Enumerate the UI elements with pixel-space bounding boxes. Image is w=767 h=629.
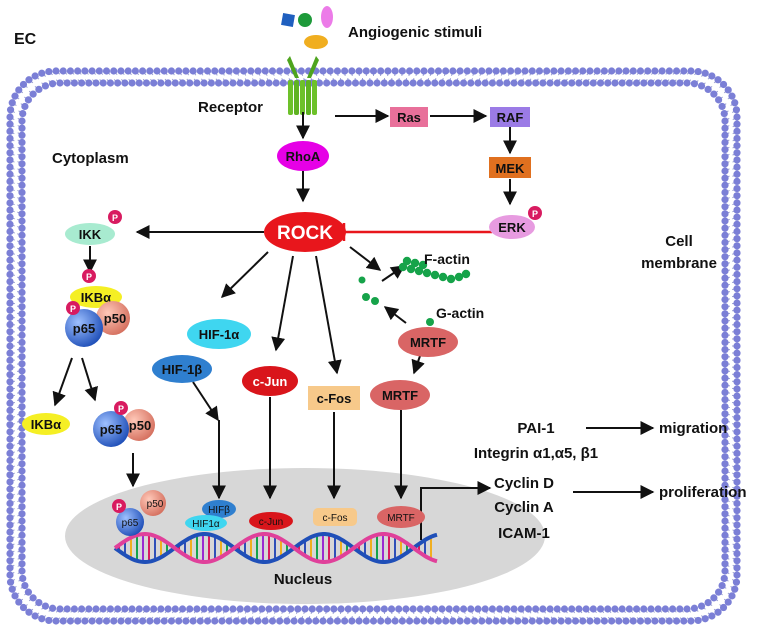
p65-2-node <box>93 411 129 447</box>
p65-2-label: p65 <box>100 422 122 437</box>
nuclear-cjun-label: c-Jun <box>259 517 283 528</box>
nuclear-hifb-label: HIFβ <box>208 505 230 516</box>
phospho-erk-icon: P <box>528 206 542 220</box>
svg-text:P: P <box>70 304 76 314</box>
p50-2-node <box>123 409 155 441</box>
ligand-circle-icon <box>298 13 312 27</box>
mrtf-upper-node <box>398 327 458 357</box>
ligand-ellipse-icon <box>304 35 328 49</box>
gactin-label: G-actin <box>436 305 484 321</box>
svg-text:P: P <box>112 213 118 223</box>
nuclear-hifb-node <box>202 500 236 518</box>
nuclear-mrtf-node <box>377 506 425 528</box>
cyclin-d-label: Cyclin D <box>494 475 554 492</box>
migration-label: migration <box>659 420 727 437</box>
inhibition-arrow <box>342 223 492 241</box>
ikba-free-label: IKBα <box>31 417 61 432</box>
nuclear-p65-node <box>116 508 144 536</box>
nucleus-label: Nucleus <box>274 571 332 588</box>
svg-text:P: P <box>118 404 124 414</box>
ras-node <box>390 107 428 127</box>
ec-label: EC <box>14 31 37 48</box>
ligand-oval-icon <box>321 6 333 28</box>
nuclear-hif1a-label: HIF1α <box>192 519 220 530</box>
rock-node <box>264 212 346 252</box>
cell-membrane-label-line1: Cell <box>665 233 693 250</box>
hif1b-node <box>152 355 212 383</box>
integrin-label: Integrin α1,α5, β1 <box>474 445 598 462</box>
nuclear-cfos-node <box>313 508 357 526</box>
erk-node <box>489 215 535 239</box>
icam1-label: ICAM-1 <box>498 525 550 542</box>
dna-helix <box>113 531 438 565</box>
mrtf-lower-node <box>370 380 430 410</box>
ikba-label: IKBα <box>81 290 111 305</box>
cjun-label: c-Jun <box>253 374 288 389</box>
ikk-node <box>65 223 115 245</box>
rock-label: ROCK <box>277 223 333 244</box>
cfos-label: c-Fos <box>317 391 352 406</box>
stimuli-label: Angiogenic stimuli <box>348 24 482 41</box>
nuclear-cjun-node <box>249 512 293 530</box>
ligand-square-icon <box>281 13 295 27</box>
phospho-p65-2-icon: P <box>114 401 128 415</box>
factin-label: F-actin <box>424 251 470 267</box>
svg-text:P: P <box>86 272 92 282</box>
erk-label: ERK <box>498 220 526 235</box>
cyclin-a-label: Cyclin A <box>494 499 554 516</box>
mrtf-lower-label: MRTF <box>382 388 418 403</box>
p50-node <box>96 301 130 335</box>
p65-label: p65 <box>73 321 95 336</box>
ikk-label: IKK <box>79 227 102 242</box>
pai1-label: PAI-1 <box>517 420 554 437</box>
hif1a-label: HIF-1α <box>199 327 240 342</box>
phospho-ikba-icon: P <box>82 269 96 283</box>
cytoplasm-label: Cytoplasm <box>52 150 129 167</box>
nucleus-body <box>65 468 545 604</box>
phospho-nuclear-p65-icon: P <box>112 499 126 513</box>
cjun-node <box>242 366 298 396</box>
raf-node <box>490 107 530 127</box>
cell-membrane-label-line2: membrane <box>641 255 717 272</box>
ikba-free-node <box>22 413 70 435</box>
cell-membrane <box>6 67 741 625</box>
mrtf-upper-label: MRTF <box>410 335 446 350</box>
ras-label: Ras <box>397 110 421 125</box>
p50-2-label: p50 <box>129 418 151 433</box>
svg-text:P: P <box>116 502 122 512</box>
rhoa-label: RhoA <box>286 149 321 164</box>
cfos-node <box>308 386 360 410</box>
nuclear-p50-node <box>140 490 166 516</box>
receptor-icon <box>287 56 319 115</box>
nuclear-mrtf-label: MRTF <box>387 513 415 524</box>
phospho-markers: P P P P P P <box>66 206 542 513</box>
p65-node <box>65 309 103 347</box>
rhoa-node <box>277 141 329 171</box>
receptor-label: Receptor <box>198 99 263 116</box>
phospho-ikk-icon: P <box>108 210 122 224</box>
f-actin-icon <box>398 256 471 284</box>
p50-label: p50 <box>104 311 126 326</box>
raf-label: RAF <box>497 110 524 125</box>
g-actin-icon <box>358 276 434 326</box>
nuclear-p65-label: p65 <box>122 518 139 529</box>
mek-label: MEK <box>496 161 526 176</box>
nuclear-hif1a-node <box>185 515 227 531</box>
nuclear-cfos-label: c-Fos <box>323 513 348 524</box>
hif1b-label: HIF-1β <box>162 362 203 377</box>
nuclear-p50-label: p50 <box>147 499 164 510</box>
phospho-p65-icon: P <box>66 301 80 315</box>
proliferation-label: proliferation <box>659 484 747 501</box>
hif1a-node <box>187 319 251 349</box>
svg-text:P: P <box>532 209 538 219</box>
mek-node <box>489 157 531 178</box>
